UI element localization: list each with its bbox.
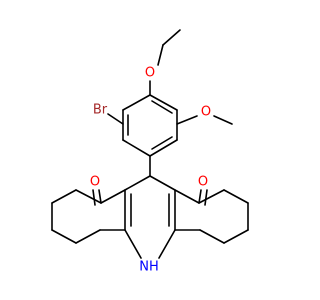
right-ring-2	[223, 189, 249, 204]
right-ring-5	[199, 229, 225, 244]
atom-label-o-methoxy: O	[201, 105, 211, 120]
methoxy-bond-methyl	[213, 115, 233, 125]
ethyl-bond-1	[162, 29, 181, 46]
left-ketone-o-2	[92, 189, 96, 206]
atom-label-o-ethoxy: O	[145, 66, 155, 81]
ethyl-bond-2	[157, 44, 164, 66]
central-bond-2	[149, 175, 176, 191]
aryl-inner-2	[151, 136, 173, 150]
atom-labels: Br O O O O NH	[90, 66, 211, 275]
left-ring-1	[75, 189, 102, 204]
left-ketone-c-bond	[100, 189, 126, 204]
right-ring-4	[223, 229, 249, 244]
bromine-bond	[107, 113, 124, 125]
left-ring-5	[75, 229, 101, 244]
right-ring-1	[198, 189, 225, 204]
right-ketone-o-1	[198, 189, 202, 204]
central-bond-6	[158, 229, 176, 259]
structure-canvas: Br O O O O NH	[51, 29, 249, 275]
central-bond-1	[124, 175, 151, 191]
atom-label-o-ketone-right: O	[198, 175, 208, 190]
atom-label-o-ketone-left: O	[90, 175, 100, 190]
right-ketone-c-bond	[174, 189, 200, 204]
aryl-inner-1	[151, 100, 173, 114]
atom-label-br: Br	[93, 103, 108, 118]
aryl-bond-3	[149, 139, 178, 157]
atom-label-nh: NH	[139, 260, 159, 275]
right-ketone-o-2	[204, 189, 208, 206]
left-ketone-o-1	[98, 189, 102, 204]
left-ring-4	[51, 229, 77, 244]
left-ring-2	[51, 189, 77, 204]
aryl-bond-1	[149, 94, 178, 111]
aryl-bond-6	[122, 94, 151, 111]
central-bond-5	[124, 229, 142, 259]
bond-lines	[51, 29, 249, 259]
methoxy-bond-ring	[176, 115, 198, 125]
aryl-bond-4	[122, 139, 151, 157]
molecule-structure: Br O O O O NH	[51, 29, 249, 275]
